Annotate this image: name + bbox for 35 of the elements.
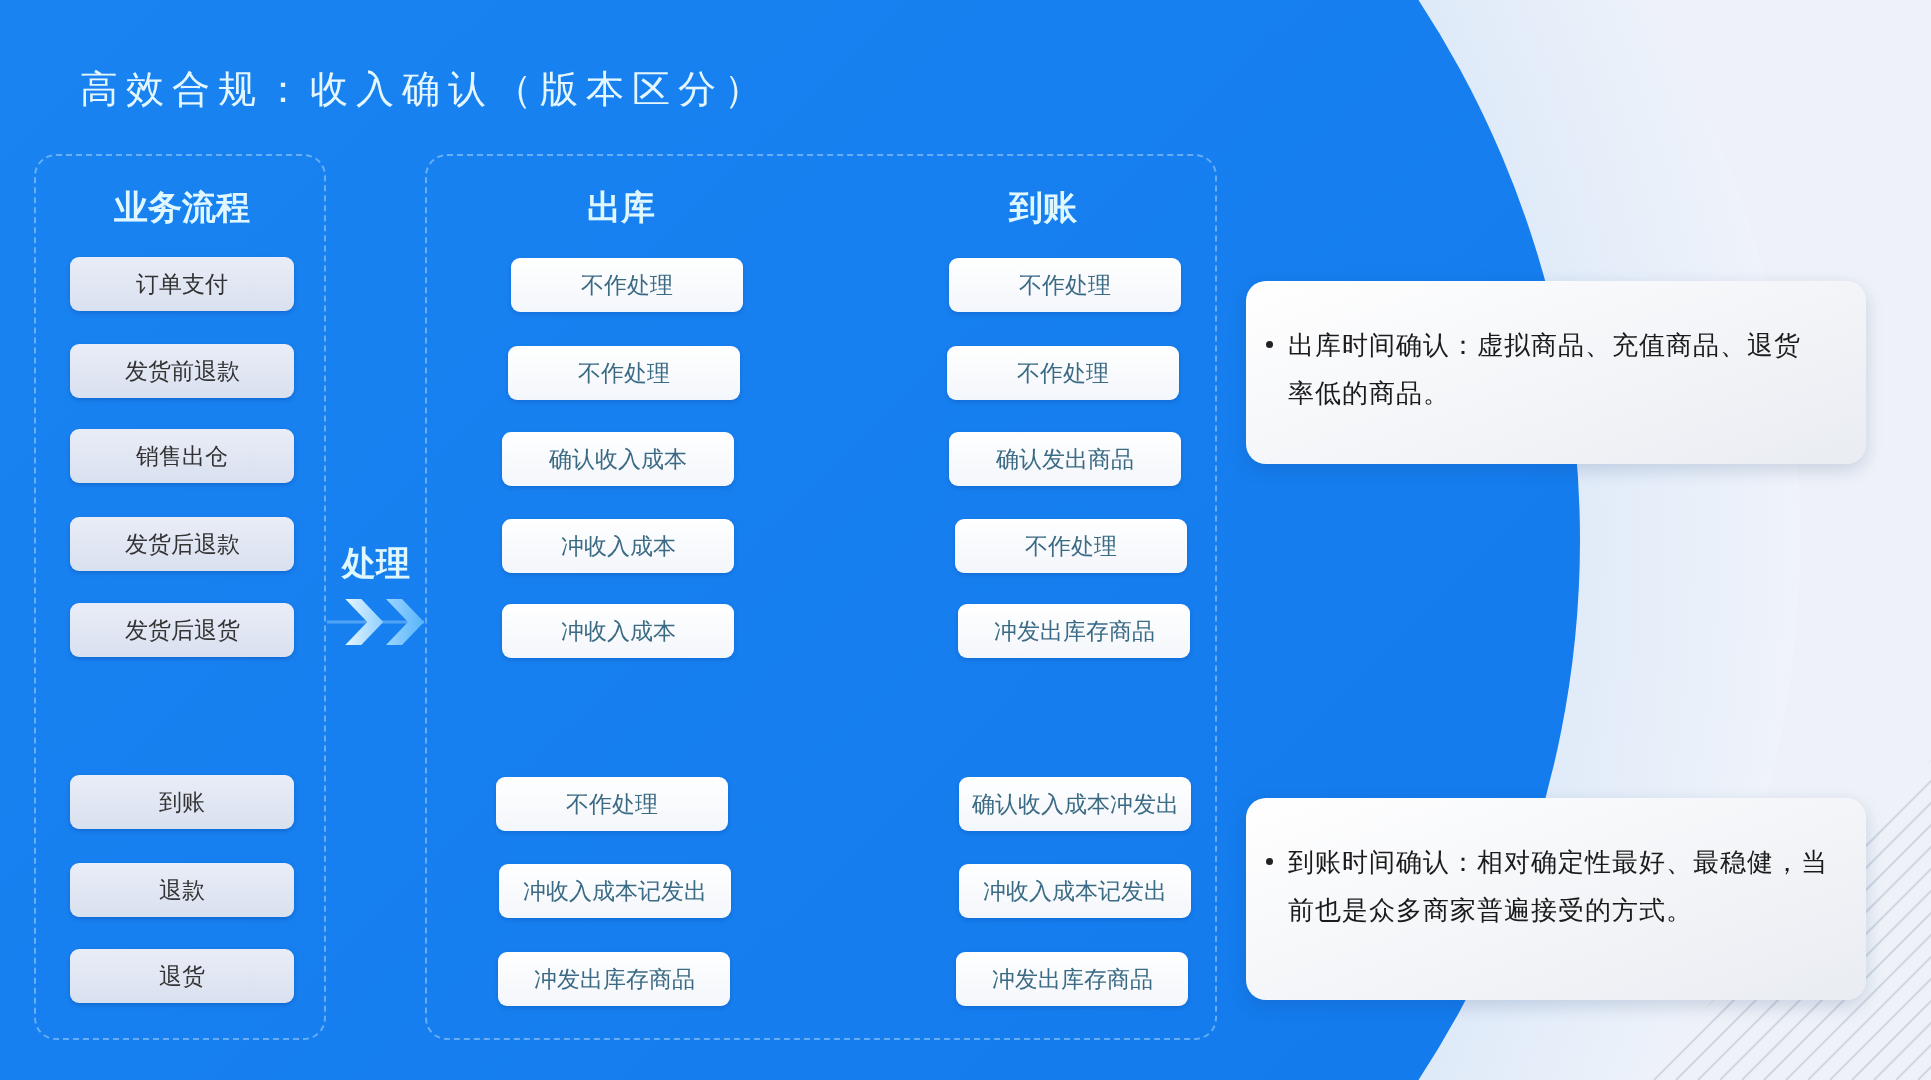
treatment-box: 不作处理 (949, 258, 1181, 312)
panel-heading: 业务流程 (114, 186, 250, 229)
treatment-box: 不作处理 (955, 519, 1187, 573)
treatment-box: 不作处理 (496, 777, 728, 831)
edge-label: 处理 (341, 542, 410, 585)
process-step-box: 到账 (70, 775, 294, 829)
note-text: 到账时间确认：相对确定性最好、最稳健，当前也是众多商家普遍接受的方式。 (1288, 846, 1829, 927)
note-card (1246, 798, 1866, 1000)
panel-heading: 出库 (587, 186, 655, 229)
treatment-box: 不作处理 (947, 346, 1179, 400)
process-step-box: 发货后退款 (70, 517, 294, 571)
treatment-box: 冲发出库存商品 (498, 952, 730, 1006)
treatment-box: 冲收入成本记发出 (959, 864, 1191, 918)
treatment-box: 冲发出库存商品 (958, 604, 1190, 658)
note-card (1246, 281, 1866, 464)
treatment-box: 不作处理 (508, 346, 740, 400)
treatment-box: 冲收入成本记发出 (499, 864, 731, 918)
slide-title: 高效合规：收入确认（版本区分） (80, 66, 770, 113)
treatment-box: 不作处理 (511, 258, 743, 312)
process-step-box: 订单支付 (70, 257, 294, 311)
panel-heading: 到账 (1009, 186, 1077, 229)
process-step-box: 发货前退款 (70, 344, 294, 398)
process-step-box: 销售出仓 (70, 429, 294, 483)
treatment-box: 确认收入成本 (502, 432, 734, 486)
treatment-box: 冲收入成本 (502, 604, 734, 658)
treatment-panel (425, 154, 1217, 1040)
treatment-box: 确认收入成本冲发出 (959, 777, 1191, 831)
process-step-box: 退货 (70, 949, 294, 1003)
process-step-box: 退款 (70, 863, 294, 917)
treatment-box: 冲收入成本 (502, 519, 734, 573)
note-text: 出库时间确认：虚拟商品、充值商品、退货率低的商品。 (1288, 329, 1802, 410)
treatment-box: 冲发出库存商品 (956, 952, 1188, 1006)
treatment-box: 确认发出商品 (949, 432, 1181, 486)
process-panel (34, 154, 326, 1040)
process-step-box: 发货后退货 (70, 603, 294, 657)
